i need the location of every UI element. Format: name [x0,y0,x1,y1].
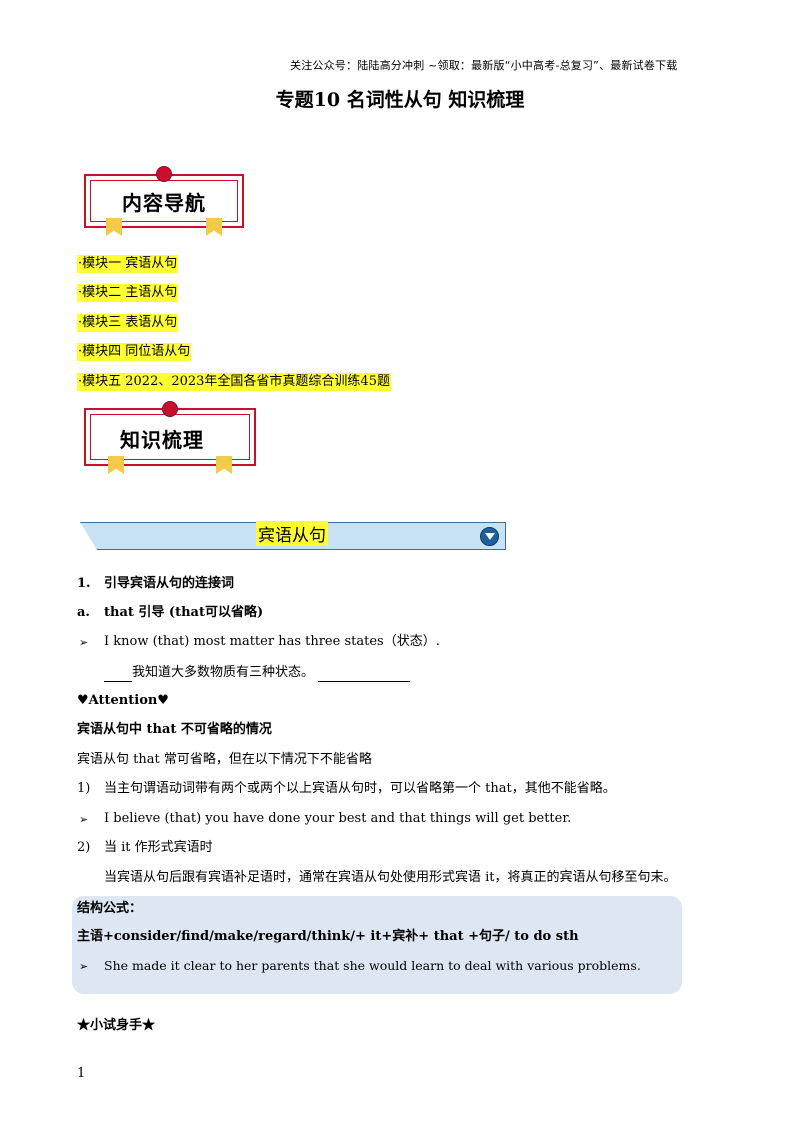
answer-blank[interactable] [318,663,411,682]
document-title: 专题10 名词性从句 知识梳理 [275,89,525,111]
rule-number-2: 2) [77,840,91,855]
rule-2-text: 当 it 作形式宾语时 [104,840,213,855]
nav-item-module-1[interactable]: ·模块一 宾语从句 [77,255,179,273]
nav-item-module-2[interactable]: ·模块二 主语从句 [77,284,179,302]
nav-item-module-3[interactable]: ·模块三 表语从句 [77,314,179,332]
subheading-that: that 引导 (that可以省略) [104,605,264,620]
knowledge-badge: 知识梳理 [84,400,256,476]
formula-text: 主语+consider/find/make/regard/think/+ it+… [77,929,579,944]
badge-pin-icon [156,166,172,182]
heading-connectives: 引导宾语从句的连接词 [104,576,235,591]
translation-line: 我知道大多数物质有三种状态。 [104,663,411,682]
nav-item-module-5[interactable]: ·模块五 2022、2023年全国各省市真题综合训练45题 [77,373,391,391]
rule-intro: 宾语从句 that 常可省略，但在以下情况下不能省略 [77,752,372,767]
ribbon-icon [106,218,122,236]
example-sentence-2: I believe (that) you have done your best… [104,811,572,826]
practice-heading: ★小试身手★ [77,1018,156,1033]
bullet-arrow-icon: ➢ [79,960,89,973]
answer-blank[interactable] [104,663,132,682]
bullet-arrow-icon: ➢ [79,636,89,649]
formula-box [72,896,682,994]
header-note: 关注公众号：陆陆高分冲刺 ~领取：最新版“小中高考-总复习”、最新试卷下载 [290,59,678,72]
nav-item-module-4[interactable]: ·模块四 同位语从句 [77,343,192,361]
heading-number: 1. [77,576,91,591]
attention-label: ♥Attention♥ [77,693,169,708]
rule-1-text: 当主句谓语动词带有两个或两个以上宾语从句时，可以省略第一个 that，其他不能省… [104,781,616,796]
ribbon-icon [216,456,232,474]
translation-text: 我知道大多数物质有三种状态。 [132,665,315,680]
section-title: 宾语从句 [256,521,328,546]
page-number: 1 [77,1066,86,1081]
example-sentence-3: She made it clear to her parents that sh… [104,958,641,973]
badge-pin-icon [162,401,178,417]
ribbon-icon [206,218,222,236]
example-sentence-1: I know (that) most matter has three stat… [104,634,440,649]
ribbon-icon [108,456,124,474]
chevron-down-icon[interactable] [480,527,499,546]
formula-label: 结构公式： [77,901,143,916]
rule-number-1: 1) [77,781,91,796]
bullet-arrow-icon: ➢ [79,813,89,826]
subheading-letter: a. [77,605,90,620]
rule-title: 宾语从句中 that 不可省略的情况 [77,722,272,737]
navigation-badge-label: 内容导航 [122,191,206,215]
knowledge-badge-label: 知识梳理 [120,428,204,452]
rule-2-detail: 当宾语从句后跟有宾语补足语时，通常在宾语从句处使用形式宾语 it，将真正的宾语从… [104,870,677,885]
navigation-badge: 内容导航 [84,164,244,236]
